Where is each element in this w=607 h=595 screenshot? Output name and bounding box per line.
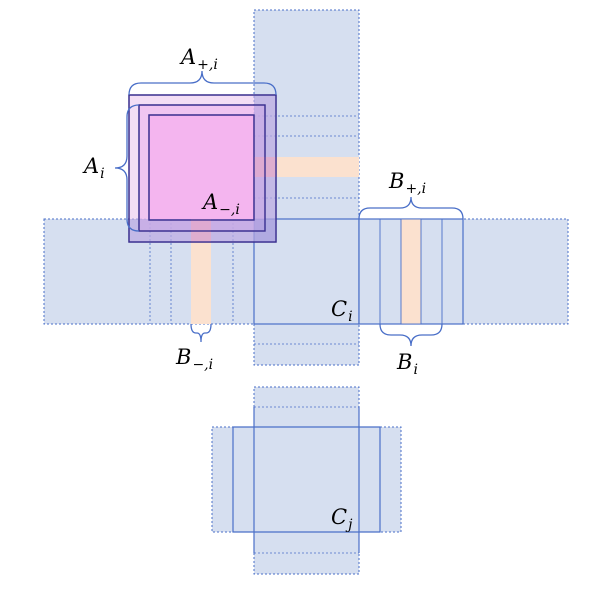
label-c-j: Cj <box>331 505 353 533</box>
cross-cj <box>211 386 402 575</box>
label-b-plus: B+,i <box>389 169 427 197</box>
label-a-i: Ai <box>84 154 105 182</box>
brace-a-i <box>114 104 140 232</box>
brace-b-i <box>379 323 443 347</box>
orange-bar-horizontal <box>254 157 359 177</box>
orange-bar-bi <box>400 218 422 325</box>
label-a-plus: A+,i <box>181 45 218 73</box>
label-b-i: Bi <box>397 350 418 378</box>
label-b-minus: B−,i <box>176 345 214 373</box>
orange-bar-vertical <box>191 219 211 324</box>
label-c-i: Ci <box>331 297 353 325</box>
brace-b-plus <box>358 196 464 220</box>
brace-b-minus <box>190 323 212 343</box>
label-a-minus: A−,i <box>203 190 240 218</box>
cross-ci <box>43 9 569 366</box>
box-bi <box>358 218 464 325</box>
brace-a-plus <box>128 70 277 96</box>
horizontal-strip-cj <box>211 426 402 533</box>
set-a-squares <box>128 94 277 243</box>
center-outline-cj <box>232 407 381 553</box>
